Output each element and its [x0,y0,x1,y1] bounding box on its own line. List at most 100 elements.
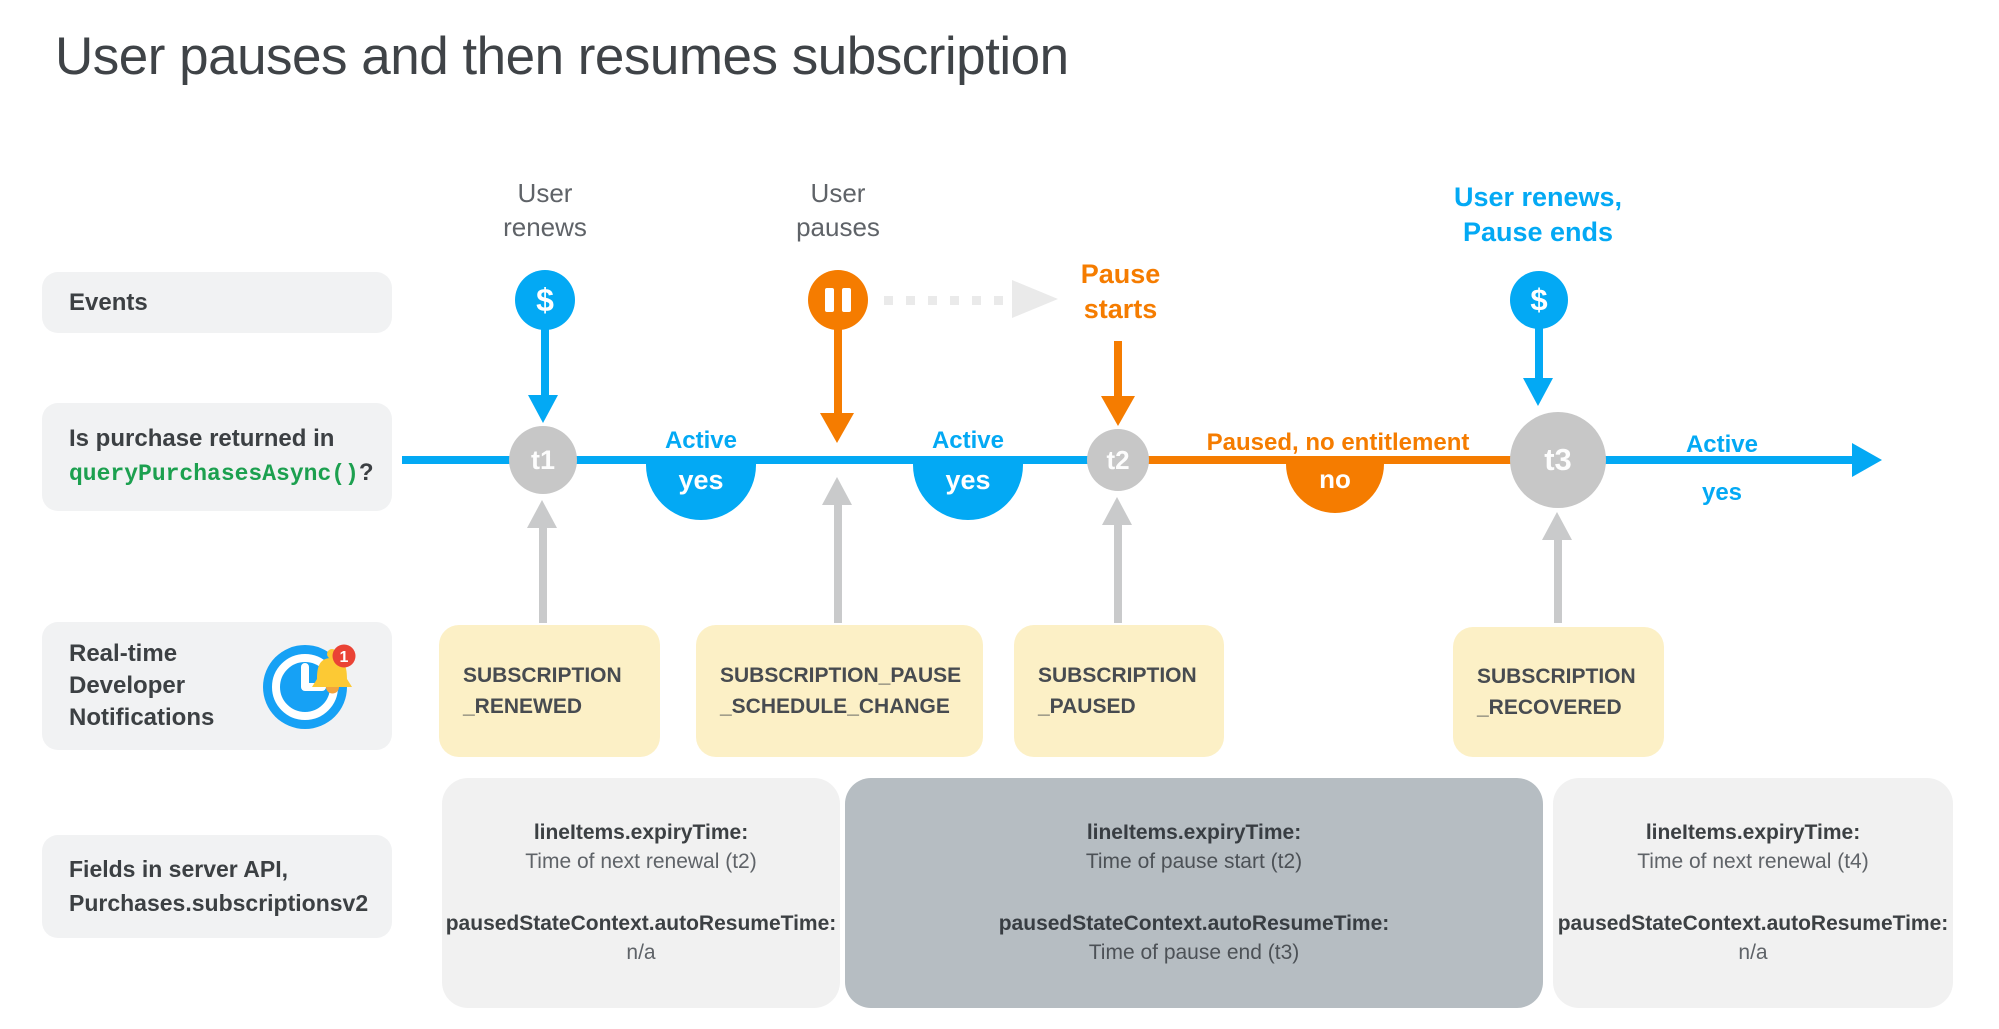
timeline-arrowhead-icon [1852,443,1882,477]
status-active-3: Active [1685,431,1759,458]
recovered-line1: SUBSCRIPTION [1477,664,1636,688]
rtdn-arrow-4-head-icon [1542,512,1572,540]
event-label-user-renews-pause-ends: User renews, Pause ends [1398,180,1678,250]
renew-arrow-head-icon [528,395,558,423]
recovered-line2: _RECOVERED [1477,696,1622,719]
dollar-icon-2: $ [1510,271,1568,329]
pause-starts-arrow-shaft [1114,341,1122,398]
dollar-glyph-2: $ [1530,282,1548,317]
api-field-name: pausedStateContext.autoResumeTime: [998,912,1390,935]
rtdn-arrow-4-shaft [1554,538,1562,623]
pause-schedule-line2: _SCHEDULE_CHANGE [720,695,950,718]
paused-line1: SUBSCRIPTION [1038,663,1197,687]
rtdn-arrow-3-shaft [1114,523,1122,623]
timeline-segment-paused [1118,456,1558,464]
status-paused: Paused, no entitlement [1206,429,1470,456]
event-label-pause-starts: Pause starts [1038,257,1203,326]
user-renews-line1: User [517,178,573,208]
status-active-1: Active [664,427,738,454]
timeline-point-t2: t2 [1087,429,1149,491]
pause-starts-line2: starts [1083,293,1158,324]
page-title: User pauses and then resumes subscriptio… [55,27,1069,86]
api-box-3-group-1: lineItems.expiryTime: Time of next renew… [1553,821,1953,874]
paused-line2: _PAUSED [1038,695,1136,718]
api-field-name: pausedStateContext.autoResumeTime: [445,912,837,935]
renew-arrow-shaft [541,329,549,397]
api-field-name: pausedStateContext.autoResumeTime: [1557,912,1949,935]
dollar-icon: $ [515,270,575,330]
row-label-purchase-question: Is purchase returned in queryPurchasesAs… [42,403,392,511]
rtdn-label-line1: Real-time [69,640,178,668]
api-box-3: lineItems.expiryTime: Time of next renew… [1553,778,1953,1008]
renews-pause-ends-line2: Pause ends [1462,217,1614,248]
row-label-api-fields: Fields in server API, Purchases.subscrip… [42,835,392,938]
api-field-value: n/a [1738,941,1768,964]
timeline-point-t1: t1 [509,426,577,494]
pause-schedule-line1: SUBSCRIPTION_PAUSE [720,663,962,687]
api-box-3-group-2: pausedStateContext.autoResumeTime: n/a [1553,912,1953,965]
renew2-arrow-head-icon [1523,378,1553,406]
event-label-user-pauses: User pauses [755,177,921,245]
rtdn-arrow-1-head-icon [527,500,557,528]
clock-notification-bell-icon: 1 [263,644,356,729]
user-pauses-line2: pauses [796,211,880,242]
pause-starts-arrow-head-icon [1101,396,1135,426]
rtdn-arrow-3-head-icon [1102,497,1132,525]
status-active-2: Active [931,427,1005,454]
pause-arrow-head-icon [820,413,854,443]
pause-icon [808,270,868,330]
api-box-2-group-1: lineItems.expiryTime: Time of pause star… [845,821,1543,874]
fields-label-line1: Fields in server API, [69,856,289,883]
api-box-1-group-2: pausedStateContext.autoResumeTime: n/a [442,912,840,965]
api-box-1-group-1: lineItems.expiryTime: Time of next renew… [442,821,840,874]
rtdn-label-line3: Notifications [69,703,215,731]
purchase-question-code-line: queryPurchasesAsync()? [69,456,392,491]
events-label: Events [69,288,148,316]
rtdn-arrow-2-shaft [834,503,842,623]
user-renews-line2: renews [503,211,587,242]
api-field-name: lineItems.expiryTime: [533,821,749,844]
query-purchases-async-code: queryPurchasesAsync() [69,461,359,488]
notification-box-subscription-renewed: SUBSCRIPTION _RENEWED [439,625,660,757]
api-box-2-group-2: pausedStateContext.autoResumeTime: Time … [845,912,1543,965]
api-field-value: n/a [626,941,656,964]
api-field-value: Time of pause start (t2) [1085,850,1303,873]
pause-bar-right [842,288,851,312]
notification-box-subscription-pause-schedule-change: SUBSCRIPTION_PAUSE _SCHEDULE_CHANGE [696,625,983,757]
renews-pause-ends-line1: User renews, [1453,182,1623,212]
purchase-question-text: Is purchase returned in [69,425,335,452]
rtdn-arrow-2-head-icon [822,477,852,505]
row-label-events: Events [42,272,392,333]
dotted-delay-line [884,296,1006,305]
notification-box-subscription-recovered: SUBSCRIPTION _RECOVERED [1453,627,1664,757]
question-mark: ? [358,459,374,487]
entitlement-yes-1: yes [646,464,756,520]
entitlement-no: no [1286,464,1384,513]
notification-box-subscription-paused: SUBSCRIPTION _PAUSED [1014,625,1224,757]
notification-badge-count: 1 [340,649,349,666]
api-field-value: Time of next renewal (t4) [1637,850,1869,873]
user-pauses-line1: User [810,178,866,208]
pause-bar-left [825,288,834,312]
dotted-delay-arrowhead-icon [1012,280,1058,318]
rtdn-arrow-1-shaft [539,526,547,623]
api-box-1: lineItems.expiryTime: Time of next renew… [442,778,840,1008]
rtdn-label-line2: Developer [69,672,186,700]
timeline-point-t3: t3 [1510,412,1606,508]
api-field-value: Time of pause end (t3) [1088,941,1300,964]
event-label-user-renews: User renews [462,177,628,245]
timeline-segment-active-2 [1558,456,1855,464]
entitlement-yes-2: yes [913,464,1023,520]
renewed-line1: SUBSCRIPTION [463,663,622,687]
renew2-arrow-shaft [1535,327,1543,380]
pause-arrow-shaft [834,329,842,415]
api-field-value: Time of next renewal (t2) [525,850,757,873]
api-field-name: lineItems.expiryTime: [1086,821,1302,844]
dollar-glyph: $ [536,281,554,318]
api-field-name: lineItems.expiryTime: [1645,821,1861,844]
pause-starts-line1: Pause [1080,259,1161,289]
api-box-2-paused-state: lineItems.expiryTime: Time of pause star… [845,778,1543,1008]
entitlement-yes-3: yes [1701,479,1743,506]
fields-label-line2: Purchases.subscriptionsv2 [69,889,369,916]
